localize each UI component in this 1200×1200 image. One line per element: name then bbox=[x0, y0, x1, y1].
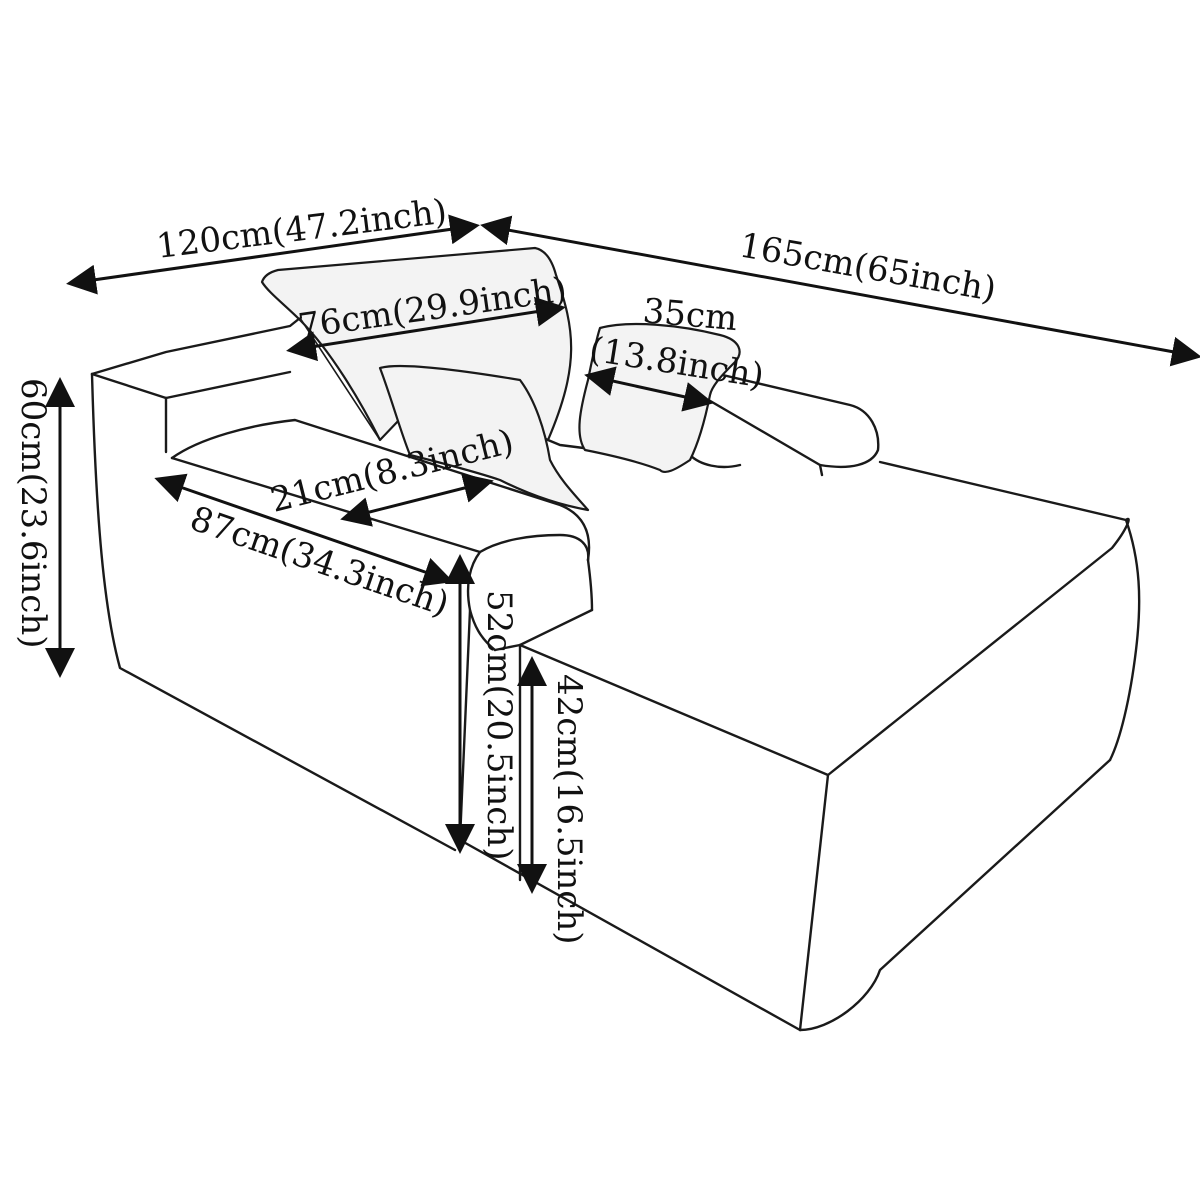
width-top-arrow bbox=[66, 214, 480, 295]
seat-height-label: 42cm(16.5inch) bbox=[549, 674, 589, 945]
pillow-width-cm-label: 35cm bbox=[641, 291, 739, 339]
seat-depth-label: 87cm(34.3inch) bbox=[185, 499, 454, 625]
pillow-arrow bbox=[584, 366, 714, 412]
backrest-arrow bbox=[286, 296, 566, 362]
total-height-label: 60cm(23.6inch) bbox=[13, 378, 53, 649]
depth-right-arrow bbox=[480, 215, 1200, 367]
dimension-labels: 120cm(47.2inch) 165cm(65inch) 76cm(29.9i… bbox=[13, 192, 999, 945]
sofa-outline bbox=[90, 316, 1141, 1032]
width-top-label: 120cm(47.2inch) bbox=[154, 192, 449, 267]
dimension-arrows bbox=[45, 214, 1200, 894]
throw-pillow-square bbox=[378, 364, 590, 512]
arm-height-label: 52cm(20.5inch) bbox=[479, 590, 519, 861]
seat-depth-arrow bbox=[154, 473, 454, 587]
